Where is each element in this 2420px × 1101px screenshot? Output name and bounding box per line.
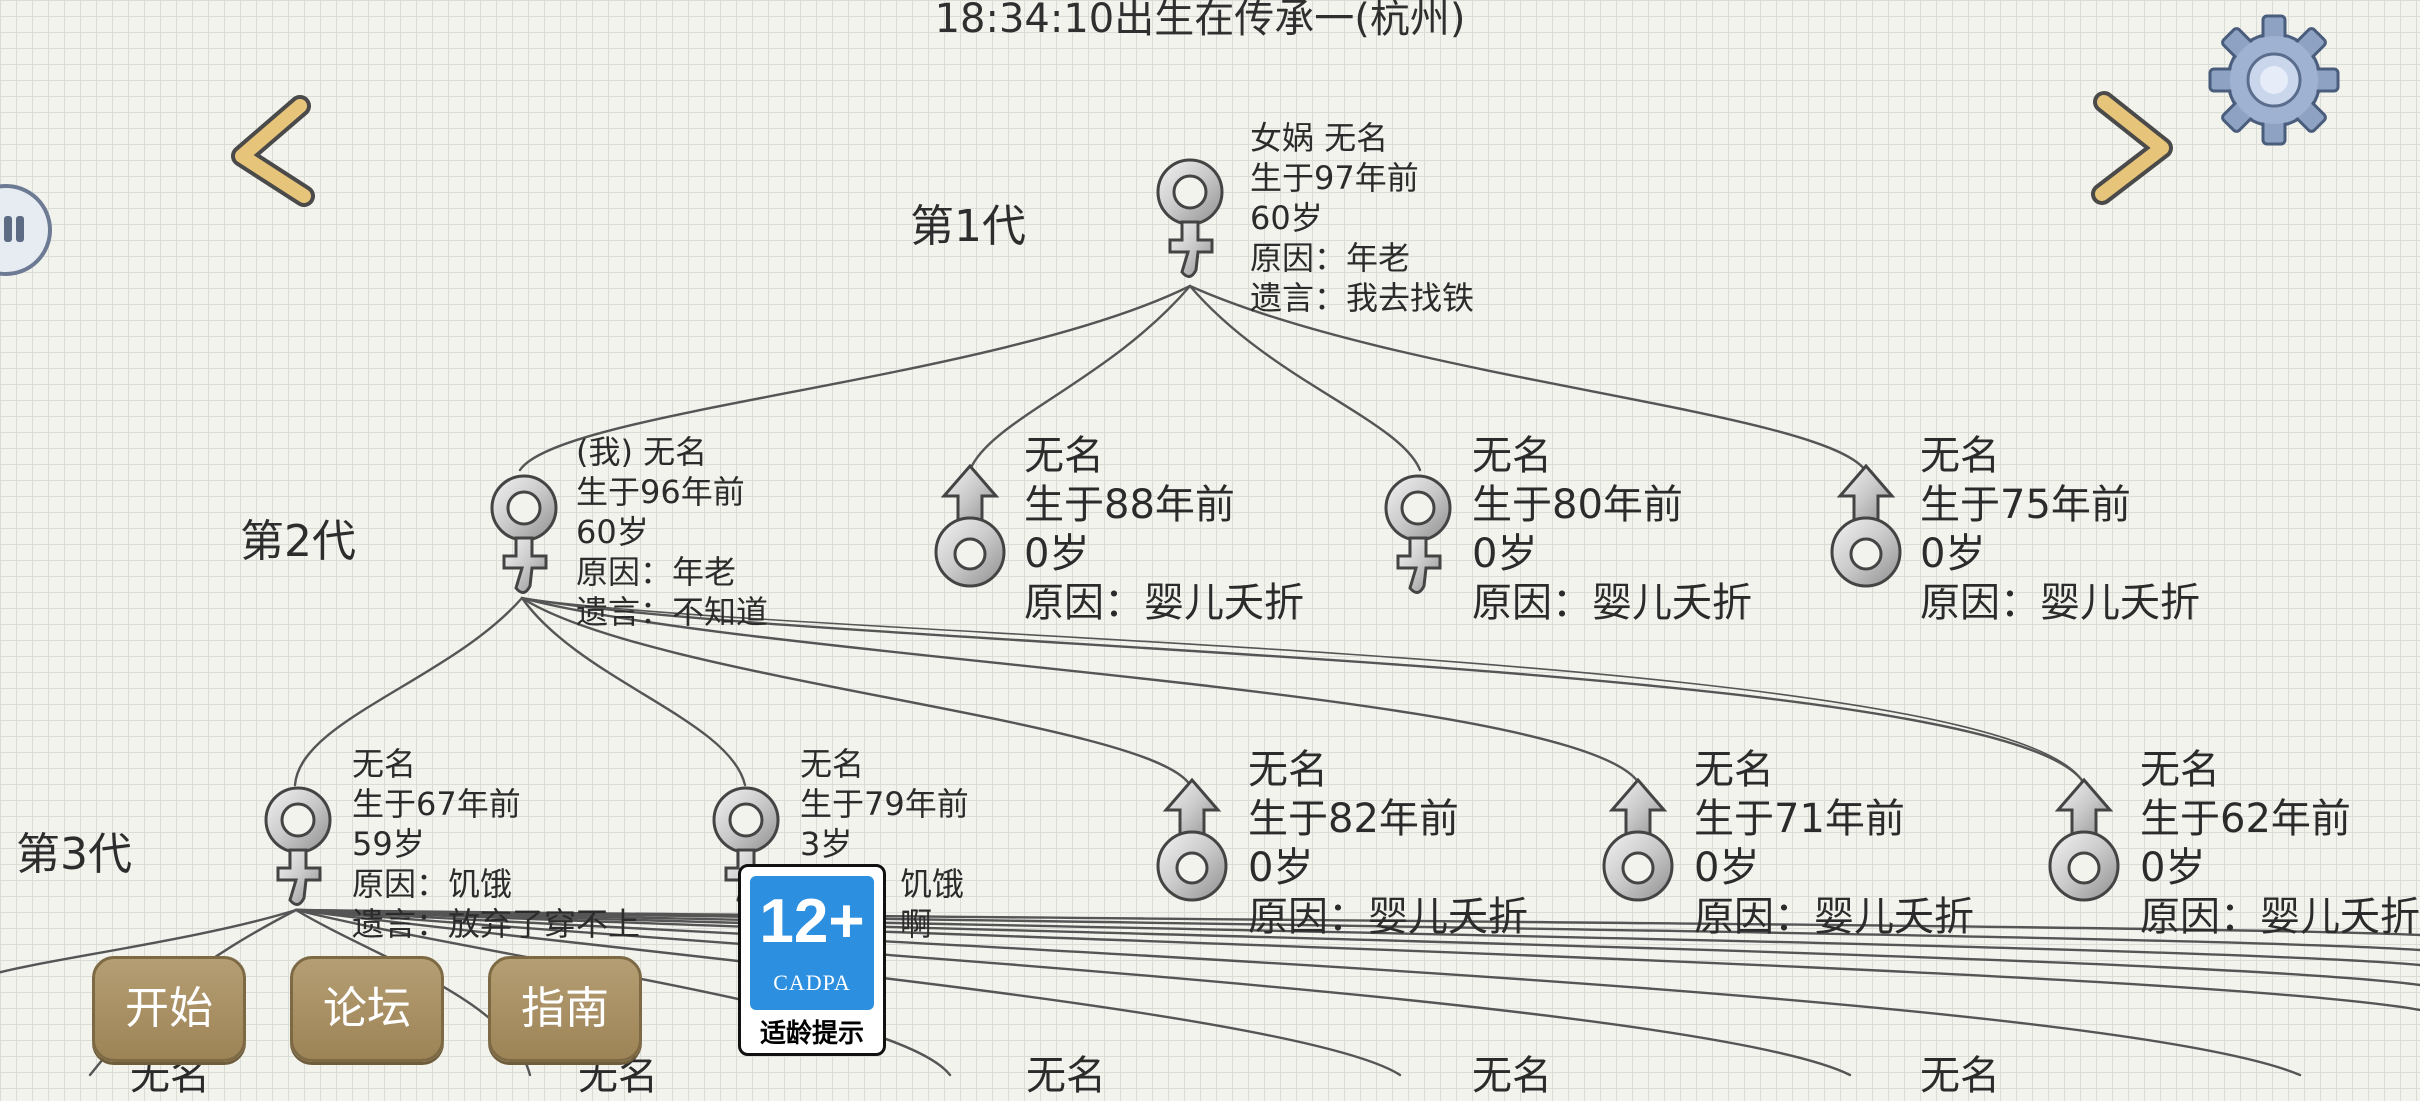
member-name: 无名 <box>1024 433 1104 479</box>
member-cause: 原因：年老 <box>576 553 737 591</box>
member-name: 无名 <box>1694 747 1774 793</box>
member-last-words: 遗言：放弃了穿不上 <box>352 905 641 943</box>
member-age: 3岁 <box>800 825 853 863</box>
member-info-g2-3: 无名 生于75年前 0岁 原因：婴儿夭折 <box>1920 432 2200 628</box>
male-symbol-icon <box>2048 777 2120 902</box>
member-cause: 原因：年老 <box>1250 239 1411 277</box>
member-age: 60岁 <box>576 513 649 551</box>
member-born: 生于75年前 <box>1920 482 2131 528</box>
member-born: 生于96年前 <box>576 473 745 511</box>
member-cause: 原因：婴儿夭折 <box>1694 894 1974 940</box>
member-info-g3-1: 无名 生于79年前 3岁 饥饿 啊 <box>800 744 969 944</box>
member-age: 0岁 <box>1920 531 1986 577</box>
age-rating-badge: 12+ CADPA 适龄提示 <box>738 864 886 1056</box>
member-name: 女娲 无名 <box>1250 119 1389 157</box>
member-name: 无名 <box>800 745 865 783</box>
generation-1-label: 第1代 <box>910 201 1026 252</box>
age-rating-note: 适龄提示 <box>759 1019 864 1049</box>
member-age: 0岁 <box>1248 845 1314 891</box>
member-name: 无名 <box>1472 433 1552 479</box>
birth-info-title: 18:34:10出生在传承一(杭州) <box>934 0 1466 42</box>
male-symbol-icon <box>1156 777 1228 902</box>
member-cause: 原因：婴儿夭折 <box>2140 894 2420 940</box>
generation-3-label: 第3代 <box>16 829 132 880</box>
member-cause: 原因：婴儿夭折 <box>1920 580 2200 626</box>
pause-icon[interactable] <box>0 180 54 280</box>
age-rating-org: CADPA <box>773 970 851 995</box>
member-name: (我) 无名 <box>576 433 708 471</box>
member-born: 生于71年前 <box>1694 796 1905 842</box>
male-symbol-icon <box>1830 463 1902 588</box>
member-born: 生于80年前 <box>1472 482 1683 528</box>
member-last-words: 遗言：不知道 <box>576 593 769 631</box>
male-symbol-icon <box>934 463 1006 588</box>
member-cause: 原因：饥饿 <box>352 865 513 903</box>
family-member-g3-4[interactable] <box>2044 776 2124 906</box>
member-born: 生于62年前 <box>2140 796 2351 842</box>
age-rating-box: 12+ CADPA <box>750 876 874 1010</box>
member-info-g2-2: 无名 生于80年前 0岁 原因：婴儿夭折 <box>1472 432 1752 628</box>
member-age: 0岁 <box>2140 845 2206 891</box>
family-member-g3-2[interactable] <box>1152 776 1232 906</box>
male-symbol-icon <box>1602 777 1674 902</box>
member-name-g4-3: 无名 <box>1472 1053 1552 1099</box>
member-info-g2-1: 无名 生于88年前 0岁 原因：婴儿夭折 <box>1024 432 1304 628</box>
family-member-g3-3[interactable] <box>1598 776 1678 906</box>
member-info-g3-3: 无名 生于71年前 0岁 原因：婴儿夭折 <box>1694 746 1974 942</box>
member-born: 生于97年前 <box>1250 159 1419 197</box>
member-age: 59岁 <box>352 825 425 863</box>
female-symbol-icon <box>264 786 332 906</box>
member-name: 无名 <box>1248 747 1328 793</box>
member-cause: 原因：婴儿夭折 <box>1472 580 1752 626</box>
member-name: 无名 <box>352 745 417 783</box>
member-born: 生于88年前 <box>1024 482 1235 528</box>
member-age: 0岁 <box>1694 845 1760 891</box>
member-name: 无名 <box>2140 747 2220 793</box>
member-age: 0岁 <box>1024 531 1090 577</box>
member-last-words: 遗言：我去找铁 <box>1250 279 1475 317</box>
family-member-g3-0[interactable] <box>258 782 338 912</box>
member-cause: 饥饿 <box>900 865 965 903</box>
family-member-g2-0[interactable] <box>484 470 564 600</box>
member-info-g3-0: 无名 生于67年前 59岁 原因：饥饿 遗言：放弃了穿不上 <box>352 744 640 944</box>
member-info-g3-2: 无名 生于82年前 0岁 原因：婴儿夭折 <box>1248 746 1528 942</box>
start-button[interactable]: 开始 <box>92 956 246 1062</box>
member-last-words: 啊 <box>900 905 933 943</box>
chevron-right-icon[interactable] <box>2088 90 2180 205</box>
member-name-g4-4: 无名 <box>1920 1053 2000 1099</box>
member-cause: 原因：婴儿夭折 <box>1024 580 1304 626</box>
family-member-g2-2[interactable] <box>1378 470 1458 600</box>
member-info-g3-4: 无名 生于62年前 0岁 原因：婴儿夭折 <box>2140 746 2420 942</box>
member-cause: 原因：婴儿夭折 <box>1248 894 1528 940</box>
member-born: 生于82年前 <box>1248 796 1459 842</box>
member-name: 无名 <box>1920 433 2000 479</box>
chevron-left-icon[interactable] <box>222 95 315 207</box>
female-symbol-icon <box>1156 158 1224 278</box>
member-info-g2-0: (我) 无名 生于96年前 60岁 原因：年老 遗言：不知道 <box>576 432 768 632</box>
member-born: 生于79年前 <box>800 785 969 823</box>
female-symbol-icon <box>490 474 558 594</box>
member-info-g1-0: 女娲 无名 生于97年前 60岁 原因：年老 遗言：我去找铁 <box>1250 118 1474 318</box>
age-rating-value: 12+ <box>759 887 865 956</box>
family-member-g1-0[interactable] <box>1150 154 1230 284</box>
member-born: 生于67年前 <box>352 785 521 823</box>
guide-button[interactable]: 指南 <box>488 956 642 1062</box>
member-name-g4-2: 无名 <box>1026 1053 1106 1099</box>
member-age: 60岁 <box>1250 199 1323 237</box>
gear-icon[interactable] <box>2206 12 2342 148</box>
generation-2-label: 第2代 <box>240 516 356 567</box>
family-member-g2-1[interactable] <box>930 462 1010 592</box>
female-symbol-icon <box>1384 474 1452 594</box>
family-member-g2-3[interactable] <box>1826 462 1906 592</box>
member-age: 0岁 <box>1472 531 1538 577</box>
forum-button[interactable]: 论坛 <box>290 956 444 1062</box>
